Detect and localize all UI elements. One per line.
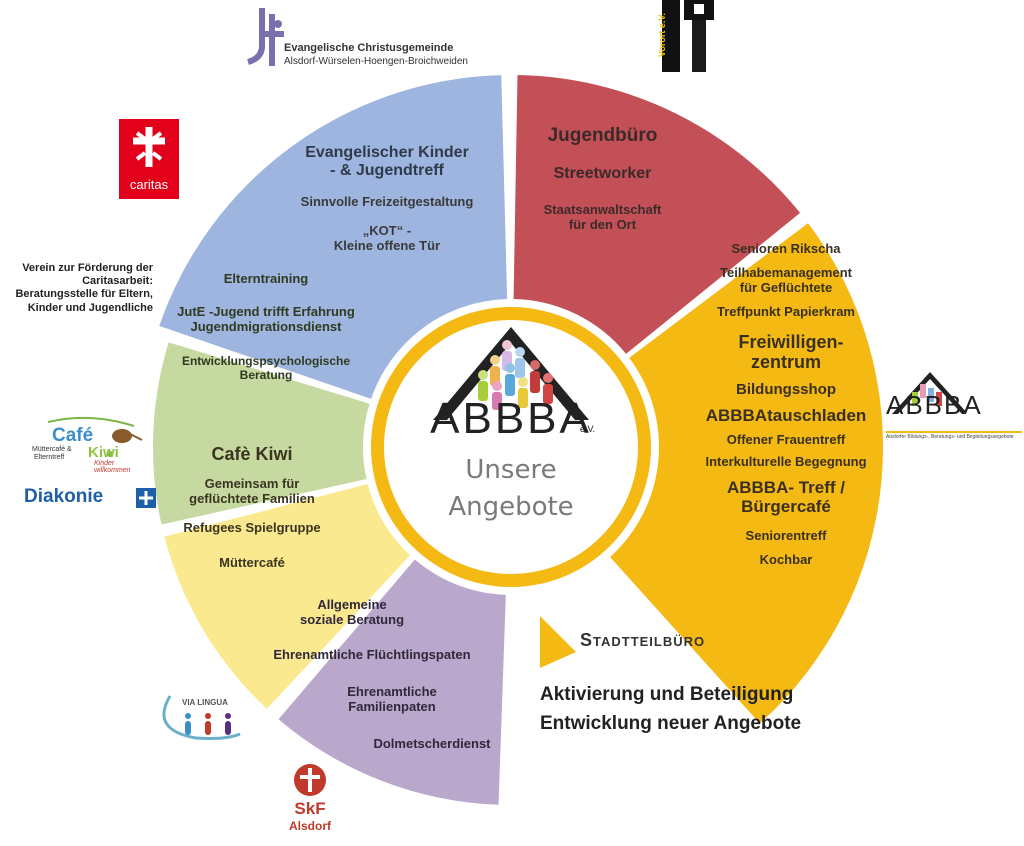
abbba-item-7: Bildungsshop (736, 381, 836, 399)
segment-skf (278, 559, 506, 805)
caritas-logo: caritas (119, 119, 179, 199)
segment-cafekiwi (164, 484, 411, 709)
verein-line-3: Beratungsstelle für Eltern, (15, 288, 153, 301)
cafe-kiwi-kiwi: Kiwi (88, 444, 119, 461)
abbba-item-12: Bürgercafé (741, 497, 831, 517)
center-title-line2: Angebote (448, 492, 573, 522)
abbba-item-3: für Geflüchtete (739, 279, 833, 295)
stadtteilbuero-triangle-icon (540, 616, 576, 668)
caritas-item-2: JutE -Jugend trifft Erfahrung (177, 303, 355, 319)
abbba-item-2: Teilhabemanagement (720, 264, 852, 280)
jugendbuero-item-1: Jugendbüro (547, 125, 658, 146)
cafekiwi-item-2: geflüchtete Familien (189, 490, 315, 506)
center-logo-text: ABBBA (430, 394, 592, 443)
skf-label: SkF (294, 799, 326, 818)
segment-caritas (153, 342, 370, 525)
ev-kirche-name: Evangelische Christusgemeinde (284, 42, 454, 54)
ev-kirche-cross-icon (247, 8, 284, 66)
footer-line-1: Aktivierung und Beteiligung (540, 684, 794, 705)
via-lingua-people-icon (162, 695, 241, 740)
center-title-line1: Unsere (465, 455, 556, 485)
evangelisch-title: Evangelischer Kinder - & Jugendtreff (305, 144, 469, 180)
footer-line-2: Entwicklung neuer Angebote (540, 713, 802, 734)
skf-city: Alsdorf (289, 819, 331, 833)
abbba-item-6: zentrum (750, 352, 821, 373)
abbba-house-icon (892, 372, 966, 414)
abbba-item-11: ABBBA- Treff / (726, 477, 846, 497)
caritas-cross-icon (133, 127, 165, 167)
vorort-tower-icon (662, 0, 718, 72)
cafekiwi-title: Cafè Kiwi (211, 444, 293, 464)
caritas-item-1: Elterntraining (223, 271, 309, 286)
cafe-kiwi-sub2: Elterntreff (34, 454, 65, 461)
abbba-center-logo (433, 327, 589, 420)
skf-item-2: soziale Beratung (299, 611, 405, 627)
jugendbuero-item-2: Streetworker (553, 164, 652, 182)
center-logo-ev: e.V. (580, 424, 595, 434)
abbba-small-text: ABBBA (886, 390, 983, 420)
segment-evangelisch (159, 75, 508, 399)
cafe-kiwi-main: Café (52, 425, 94, 446)
segment-abbba-text: Senioren Rikscha Teilhabemanagement für … (686, 241, 886, 568)
abbba-item-14: Kochbar (759, 551, 813, 567)
segment-jugendbuero-text: Jugendbüro Streetworker Staatsanwaltscha… (525, 125, 680, 233)
verein-line-4: Kinder und Jugendliche (27, 301, 153, 314)
kiwi-bird-icon (47, 416, 143, 457)
cafe-kiwi-sub1: Müttercafé & (32, 446, 72, 453)
abbba-small-sub: Alsdorfer Bildungs-, Beratungs- und Begl… (886, 431, 1022, 440)
jugendbuero-item-4: für den Ort (568, 217, 637, 233)
abbba-small-logo: ABBBA Alsdorfer Bildungs-, Beratungs- un… (886, 370, 1022, 446)
caritas-item-3: Jugendmigrationsdienst (190, 318, 342, 334)
skf-logo: SkF Alsdorf (280, 763, 340, 843)
abbba-item-9: Offener Frauentreff (726, 431, 846, 447)
abbba-item-13: Seniorentreff (745, 527, 827, 543)
segment-caritas-text: Elterntraining JutE -Jugend trifft Erfah… (166, 271, 366, 382)
segment-evangelisch-text: Evangelischer Kinder - & Jugendtreff Sin… (262, 144, 512, 254)
verein-text: Verein zur Förderung der Caritasarbeit: … (0, 262, 153, 315)
verein-line-1: Verein zur Förderung der (22, 262, 153, 274)
segment-abbba (610, 223, 883, 724)
vorort-logo: Vorort e.V. (657, 0, 718, 72)
skf-item-4: Ehrenamtliche Familienpaten (347, 683, 437, 714)
caritas-item-5: Beratung (239, 367, 293, 382)
abbba-item-4: Treffpunkt Papierkram (717, 303, 855, 319)
via-lingua-label: VIA LINGUA (182, 698, 228, 707)
skf-item-1: Allgemeine (317, 597, 387, 612)
ev-kirche-places: Alsdorf-Würselen-Hoengen-Broichweiden (284, 56, 468, 67)
evangelisch-item-1: Sinnvolle Freizeitgestaltung (300, 193, 474, 209)
segment-cafekiwi-text: Cafè Kiwi Gemeinsam für geflüchtete Fami… (172, 444, 332, 570)
skf-item-3: Ehrenamtliche Flüchtlingspaten (273, 646, 471, 662)
segment-skf-text: Allgemeine soziale Beratung Ehrenamtlich… (262, 597, 490, 752)
jugendbuero-item-3: Staatsanwaltschaft (543, 202, 662, 218)
abbba-item-10: Interkulturelle Begegnung (705, 453, 867, 469)
verein-line-2: Caritasarbeit: (82, 275, 153, 288)
cafe-kiwi-logo: Café Müttercafé & Elterntreff Kiwi Kinde… (30, 414, 150, 476)
cafekiwi-item-1: Gemeinsam für (204, 475, 300, 491)
center-disc (384, 320, 638, 574)
vorort-label: Vorort e.V. (657, 12, 668, 58)
via-lingua-logo: VIA LINGUA (156, 686, 246, 746)
ev-christusgemeinde-logo: Evangelische Christusgemeinde Alsdorf-Wü… (240, 6, 500, 70)
caritas-label: caritas (129, 177, 169, 192)
skf-item-5: Dolmetscherdienst (373, 735, 491, 751)
cafekiwi-item-3: Refugees Spielgruppe (183, 519, 321, 535)
abbba-item-1: Senioren Rikscha (731, 241, 841, 256)
stadtteilbuero-logo: Stadtteilbüro (540, 614, 740, 670)
evangelisch-item-2: „KOT“ - (362, 222, 412, 238)
diakonie-label: Diakonie (24, 486, 104, 507)
diakonie-cross-icon (136, 488, 156, 508)
stadtteilbuero-label: Stadtteilbüro (580, 630, 706, 650)
segment-jugendbuero (513, 75, 801, 354)
abbba-item-8: ABBBAtauschladen (705, 406, 867, 426)
caritas-item-4: Entwicklungspsychologische (181, 353, 351, 368)
evangelisch-item-3: Kleine offene Tür (333, 237, 441, 253)
diakonie-logo: Diakonie (24, 486, 156, 510)
abbba-item-5: Freiwilligen- (738, 331, 844, 352)
skf-cross-icon (294, 764, 326, 796)
cafekiwi-item-4: Müttercafé (219, 554, 285, 570)
cafe-kiwi-slogan: Kinder willkommen (94, 460, 131, 474)
